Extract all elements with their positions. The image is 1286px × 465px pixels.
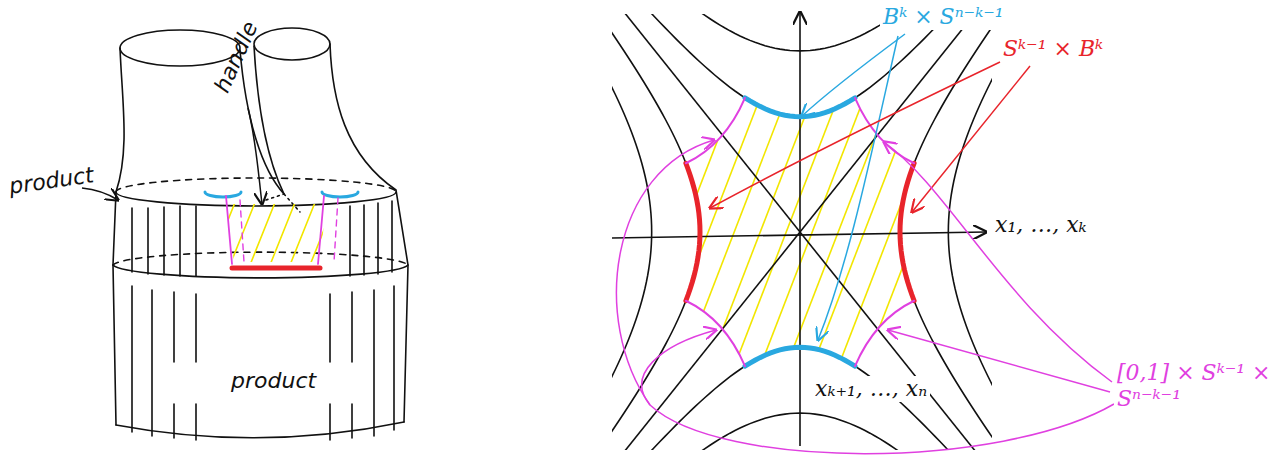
math-label: Bᵏ × Sⁿ⁻ᵏ⁻¹ [880,4,1007,30]
attaching-region [322,192,358,197]
math-label: xₖ₊₁, …, xₙ [812,376,930,402]
outline [113,48,124,425]
handle-region [200,190,358,290]
leader-line [884,142,1112,382]
outline [330,44,408,422]
leader-line [710,62,1000,208]
level-sets [612,14,992,450]
leader-line [82,188,118,200]
level-curve [612,347,992,450]
level-curve [612,14,652,450]
side-boundary [686,301,745,366]
yellow-hatching [200,190,340,290]
leader-line [642,330,1114,454]
local-model [612,14,992,450]
handle-boundary [686,98,914,366]
yellow-hatching [612,14,992,450]
attaching-sphere-region [686,163,700,301]
side-boundary [240,198,338,262]
region-label: product [5,162,99,201]
yellow-hatching [650,14,820,450]
dotted-line [266,194,300,212]
region-label: handle [208,15,265,100]
product-hatching [132,286,394,440]
leader-line [912,66,1030,212]
attaching-region [232,266,320,271]
attaching-sphere-region [900,163,914,301]
axis [612,232,986,238]
math-label: x₁, …, xₖ [992,212,1090,238]
level-curve [620,14,980,450]
axis [799,12,801,446]
leader-line [248,108,262,204]
belt-sphere-region [745,347,855,366]
product-hatching [132,201,392,276]
level-curve [116,192,396,206]
level-curve [620,14,980,450]
yellow-hatching [612,14,716,450]
leader-lines [616,34,1114,454]
level-curve [116,178,396,192]
side-boundary [686,98,745,163]
boundary-label: [0,1] × Sᵏ⁻¹ × Sⁿ⁻ᵏ⁻¹ [1114,360,1280,413]
cobordism-figure [113,28,408,440]
yellow-hatching [780,14,950,450]
boundary-circle [254,28,330,60]
region-label: product [228,368,319,394]
math-label: Sᵏ⁻¹ × Bᵏ [1000,36,1106,62]
leader-line [818,36,898,340]
side-boundary [855,301,914,366]
belt-sphere-region [745,98,855,117]
outline [116,422,404,438]
yellow-hatching [612,14,768,450]
leader-line [616,140,714,405]
yellow-hatching [624,14,794,450]
attaching-region [205,192,241,197]
